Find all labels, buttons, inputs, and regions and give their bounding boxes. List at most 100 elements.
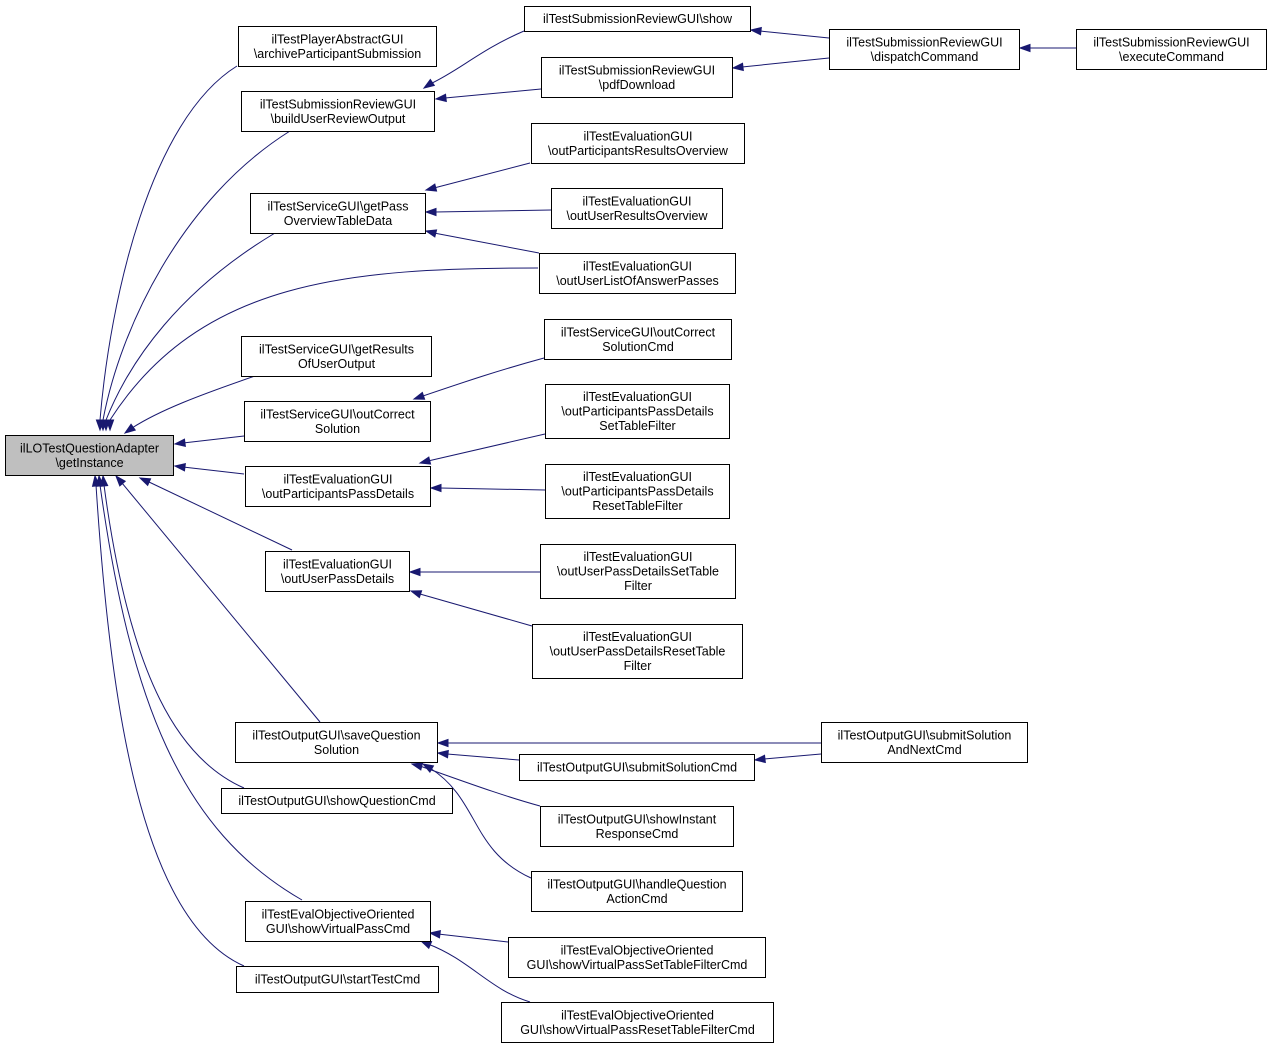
node-outParticipantsResultsOverview[interactable]: ilTestEvaluationGUI\outParticipantsResul… [531, 123, 745, 164]
arrowhead-icon [421, 763, 435, 773]
node-label-line: ResponseCmd [596, 827, 679, 841]
node-label-line: ilTestOutputGUI\saveQuestion [252, 728, 420, 742]
node-show[interactable]: ilTestSubmissionReviewGUI\show [524, 6, 751, 32]
node-box[interactable] [551, 188, 723, 229]
call-edge [429, 30, 525, 85]
node-outUserResultsOverview[interactable]: ilTestEvaluationGUI\outUserResultsOvervi… [551, 188, 723, 229]
arrowhead-icon [434, 93, 447, 103]
call-edge [95, 484, 245, 967]
node-label-line: ilTestServiceGUI\outCorrect [260, 407, 415, 421]
call-edge [433, 232, 540, 254]
node-box[interactable] [540, 544, 736, 599]
arrowhead-icon [424, 207, 437, 217]
node-label-line: ilTestEvaluationGUI [583, 259, 692, 273]
call-edge [102, 130, 291, 421]
node-label-line: ilTestOutputGUI\submitSolution [838, 728, 1012, 742]
node-outParticipantsPassDetailsResetTableFilter[interactable]: ilTestEvaluationGUI\outParticipantsPassD… [545, 464, 730, 519]
node-showVirtualPassCmd[interactable]: ilTestEvalObjectiveOrientedGUI\showVirtu… [245, 901, 431, 942]
node-pdfDownload[interactable]: ilTestSubmissionReviewGUI\pdfDownload [541, 57, 733, 98]
node-label-line: ilTestPlayerAbstractGUI [272, 32, 404, 46]
node-box[interactable] [1076, 29, 1267, 70]
node-label-line: GUI\showVirtualPassCmd [266, 922, 410, 936]
node-dispatchCommand[interactable]: ilTestSubmissionReviewGUI\dispatchComman… [829, 29, 1020, 70]
arrowhead-icon [422, 78, 436, 89]
arrowhead-icon [173, 463, 186, 472]
node-label-line: \executeCommand [1119, 50, 1224, 64]
node-box[interactable] [250, 193, 426, 234]
node-box[interactable] [236, 966, 439, 993]
node-box[interactable] [235, 722, 438, 763]
call-edge [419, 357, 545, 398]
node-label-line: ilTestSubmissionReviewGUI [1093, 35, 1249, 49]
call-edge [741, 57, 830, 68]
node-archiveParticipantSubmission[interactable]: ilTestPlayerAbstractGUI\archiveParticipa… [238, 26, 437, 67]
node-getInstance[interactable]: ilLOTestQuestionAdapter\getInstance [5, 435, 174, 476]
node-outParticipantsPassDetailsSetTableFilter[interactable]: ilTestEvaluationGUI\outParticipantsPassD… [545, 384, 730, 439]
node-box[interactable] [544, 319, 732, 360]
node-executeCommand[interactable]: ilTestSubmissionReviewGUI\executeCommand [1076, 29, 1267, 70]
arrowhead-icon [91, 474, 101, 487]
call-edge [759, 30, 830, 39]
node-box[interactable] [531, 871, 743, 912]
node-box[interactable] [545, 464, 730, 519]
node-startTestCmd[interactable]: ilTestOutputGUI\startTestCmd [236, 966, 439, 993]
node-label-line: ilTestSubmissionReviewGUI\show [543, 12, 733, 26]
node-box[interactable] [245, 466, 431, 507]
node-box[interactable] [265, 551, 410, 592]
node-box[interactable] [241, 91, 435, 132]
node-box[interactable] [539, 253, 736, 294]
node-box[interactable] [508, 937, 766, 978]
node-box[interactable] [531, 123, 745, 164]
node-box[interactable] [532, 624, 743, 679]
node-label-line: ilTestEvaluationGUI [283, 472, 392, 486]
node-box[interactable] [501, 1002, 774, 1043]
node-label-line: ilTestOutputGUI\showInstant [558, 812, 717, 826]
node-box[interactable] [541, 57, 733, 98]
node-submitSolutionCmd[interactable]: ilTestOutputGUI\submitSolutionCmd [519, 754, 755, 781]
node-box[interactable] [221, 788, 453, 814]
call-edge [131, 375, 256, 429]
node-buildUserReviewOutput[interactable]: ilTestSubmissionReviewGUI\buildUserRevie… [241, 91, 435, 132]
arrowhead-icon [138, 477, 152, 487]
node-label-line: OfUserOutput [298, 357, 376, 371]
node-label-line: \outUserPassDetailsSetTable [557, 565, 719, 579]
node-box[interactable] [545, 384, 730, 439]
node-label-line: ilTestEvaluationGUI [283, 557, 392, 571]
node-showQuestionCmd[interactable]: ilTestOutputGUI\showQuestionCmd [221, 788, 453, 814]
node-box[interactable] [821, 722, 1028, 763]
node-showVirtualPassSetTableFilterCmd[interactable]: ilTestEvalObjectiveOrientedGUI\showVirtu… [508, 937, 766, 978]
node-box[interactable] [519, 754, 755, 781]
node-label-line: \outUserResultsOverview [566, 209, 708, 223]
call-edge [433, 162, 531, 189]
node-box[interactable] [829, 29, 1020, 70]
node-box[interactable] [5, 435, 174, 476]
node-outUserPassDetailsResetTableFilter[interactable]: ilTestEvaluationGUI\outUserPassDetailsRe… [532, 624, 743, 679]
node-label-line: ilTestSubmissionReviewGUI [846, 35, 1002, 49]
call-edge [439, 487, 546, 491]
node-getPassOverviewTableData[interactable]: ilTestServiceGUI\getPassOverviewTableDat… [250, 193, 426, 234]
node-box[interactable] [540, 806, 734, 847]
node-outUserListOfAnswerPasses[interactable]: ilTestEvaluationGUI\outUserListOfAnswerP… [539, 253, 736, 294]
node-label-line: \outParticipantsPassDetails [561, 405, 713, 419]
node-box[interactable] [244, 401, 431, 442]
arrowhead-icon [753, 754, 766, 764]
node-label-line: ilTestEvaluationGUI [583, 550, 692, 564]
node-showVirtualPassResetTableFilterCmd[interactable]: ilTestEvalObjectiveOrientedGUI\showVirtu… [501, 1002, 774, 1043]
node-box[interactable] [245, 901, 431, 942]
node-outParticipantsPassDetails[interactable]: ilTestEvaluationGUI\outParticipantsPassD… [245, 466, 431, 507]
node-box[interactable] [241, 336, 432, 377]
arrowhead-icon [731, 62, 744, 72]
node-box[interactable] [238, 26, 437, 67]
node-box[interactable] [524, 6, 751, 32]
node-outUserPassDetails[interactable]: ilTestEvaluationGUI\outUserPassDetails [265, 551, 410, 592]
node-outUserPassDetailsSetTableFilter[interactable]: ilTestEvaluationGUI\outUserPassDetailsSe… [540, 544, 736, 599]
node-label-line: ilTestEvaluationGUI [583, 630, 692, 644]
